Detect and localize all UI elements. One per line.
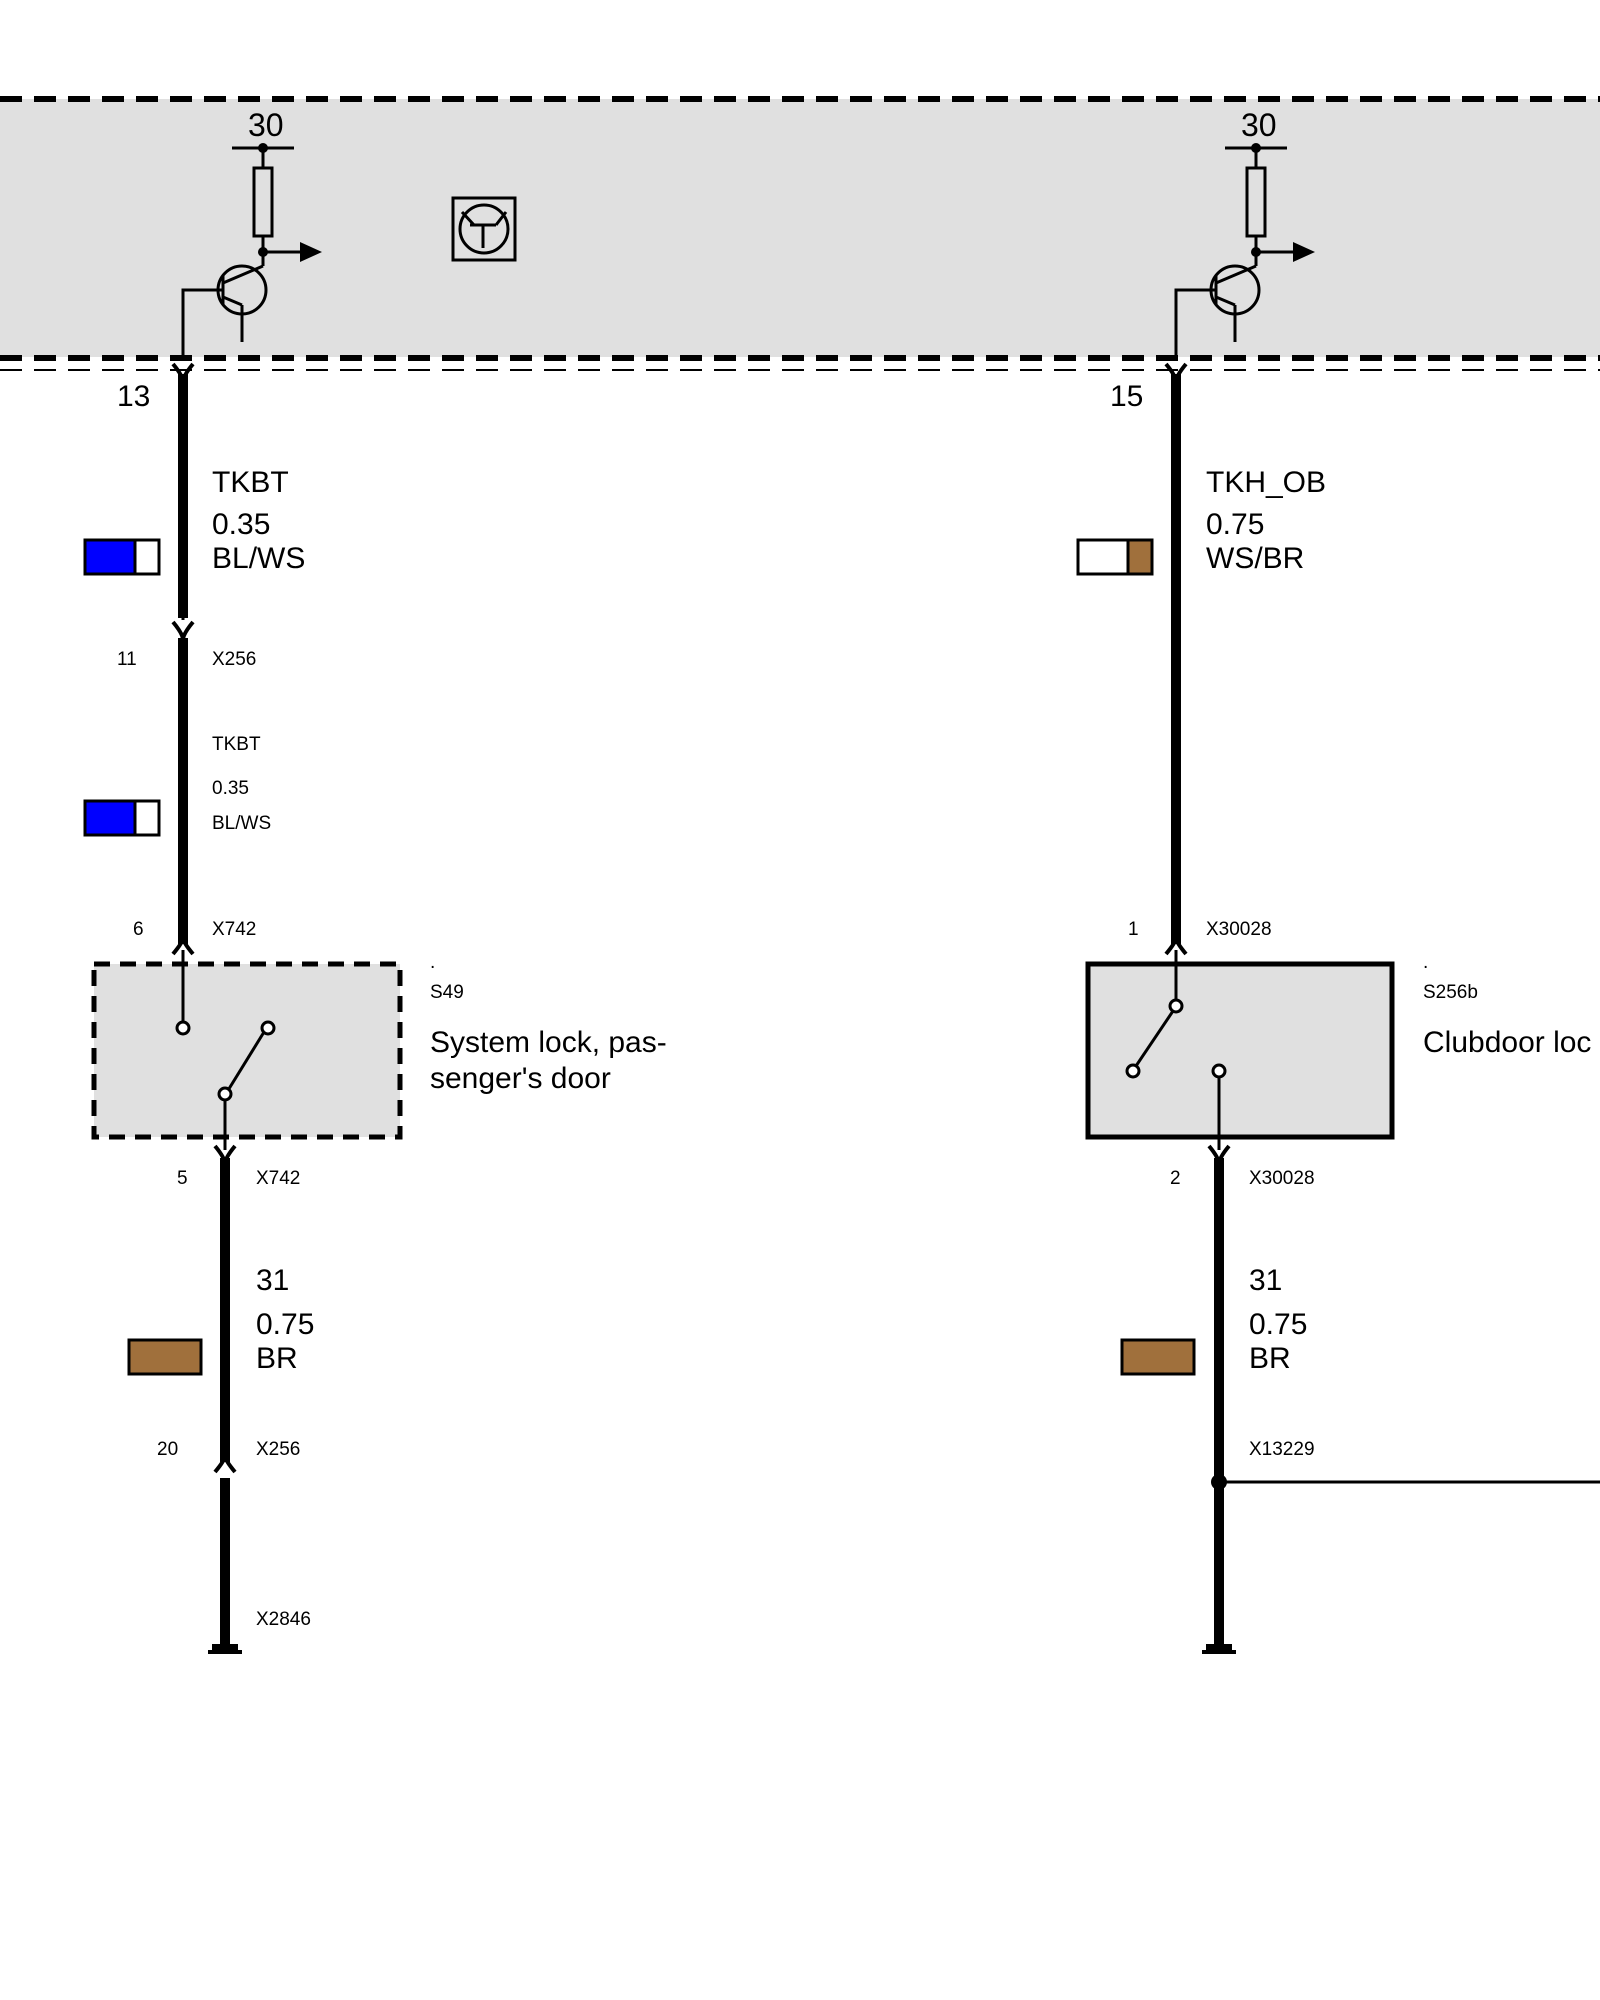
right-terminal-label: 30 (1241, 107, 1277, 143)
left-connector1-pin: 11 (117, 649, 137, 670)
right-connector2-pin: 2 (1170, 1168, 1181, 1189)
right-output-stage: 30 (1174, 107, 1315, 360)
left-output-stage: 30 (181, 107, 322, 360)
connector-x742-pin6 (171, 937, 195, 956)
right-wire1-gauge: 0.75 (1206, 508, 1264, 541)
left-connector2-pin: 6 (133, 919, 144, 940)
left-wire2-color-swatch (83, 799, 161, 837)
switch-s256b-body (1085, 961, 1395, 1140)
transistor-symbol-icon (451, 196, 517, 262)
left-output-arrow-icon (300, 242, 322, 262)
left-terminal-label: 30 (248, 107, 284, 143)
left-connector2-name: X742 (212, 919, 256, 940)
left-wire3-color: BR (256, 1342, 298, 1375)
right-wire2-color: BR (1249, 1342, 1291, 1375)
left-switch-dot: . (430, 952, 435, 973)
left-ground-icon (208, 1644, 242, 1654)
left-switch-code: S49 (430, 982, 464, 1003)
right-connector1-name: X30028 (1206, 919, 1272, 940)
right-switch-code: S256b (1423, 982, 1478, 1003)
right-wire1-color: WS/BR (1206, 542, 1304, 575)
control-module: 30 30 (0, 96, 1600, 413)
switch-s49 (91, 950, 403, 1150)
left-switch-name-line1: System lock, pas- (430, 1026, 667, 1059)
left-connector4-name: X256 (256, 1439, 300, 1460)
left-wire2-color: BL/WS (212, 813, 271, 834)
left-wire1-gauge: 0.35 (212, 508, 270, 541)
right-connector1-pin: 1 (1128, 919, 1139, 940)
right-ground-icon (1202, 1644, 1236, 1654)
left-wire2-signal: TKBT (212, 734, 261, 755)
right-connector2-name: X30028 (1249, 1168, 1315, 1189)
connector-x30028-pin1 (1164, 937, 1188, 956)
left-connector3-pin: 5 (177, 1168, 188, 1189)
right-switch-name-line1: Clubdoor loc (1423, 1026, 1591, 1059)
left-wire1-signal: TKBT (212, 466, 289, 499)
right-wire2-gauge: 0.75 (1249, 1308, 1307, 1341)
switch-s49-body (91, 961, 403, 1140)
left-connector4-pin: 20 (157, 1439, 178, 1460)
control-module-body (0, 99, 1600, 357)
left-connector3-name: X742 (256, 1168, 300, 1189)
left-wire3-color-swatch (127, 1338, 203, 1376)
left-switch-name-line2: senger's door (430, 1062, 611, 1095)
left-wire3-gauge: 0.75 (256, 1308, 314, 1341)
left-module-pin: 13 (117, 380, 150, 413)
left-wire1-color: BL/WS (212, 542, 305, 575)
right-output-arrow-icon (1293, 242, 1315, 262)
connector-x256-pin20 (213, 1455, 237, 1474)
right-wire2-color-swatch (1120, 1338, 1196, 1376)
right-switch-dot: . (1423, 952, 1428, 973)
left-circuit: TKBT 0.35 BL/WS 11 X256 TKBT 0.35 BL/WS … (83, 362, 667, 1654)
left-wire2-gauge: 0.35 (212, 778, 249, 799)
right-module-pin: 15 (1110, 380, 1143, 413)
right-wire1-signal: TKH_OB (1206, 466, 1326, 499)
left-wire1-color-swatch (83, 538, 161, 576)
left-ground-name: X2846 (256, 1609, 311, 1630)
switch-s256b (1085, 950, 1395, 1150)
right-wire1-color-swatch (1076, 538, 1154, 576)
left-wire3-signal: 31 (256, 1264, 289, 1297)
right-circuit: TKH_OB 0.75 WS/BR 1 X30028 . S256b Clubd… (1076, 362, 1600, 1654)
right-wire2-signal: 31 (1249, 1264, 1282, 1297)
right-splice-name: X13229 (1249, 1439, 1315, 1460)
left-connector1-name: X256 (212, 649, 256, 670)
